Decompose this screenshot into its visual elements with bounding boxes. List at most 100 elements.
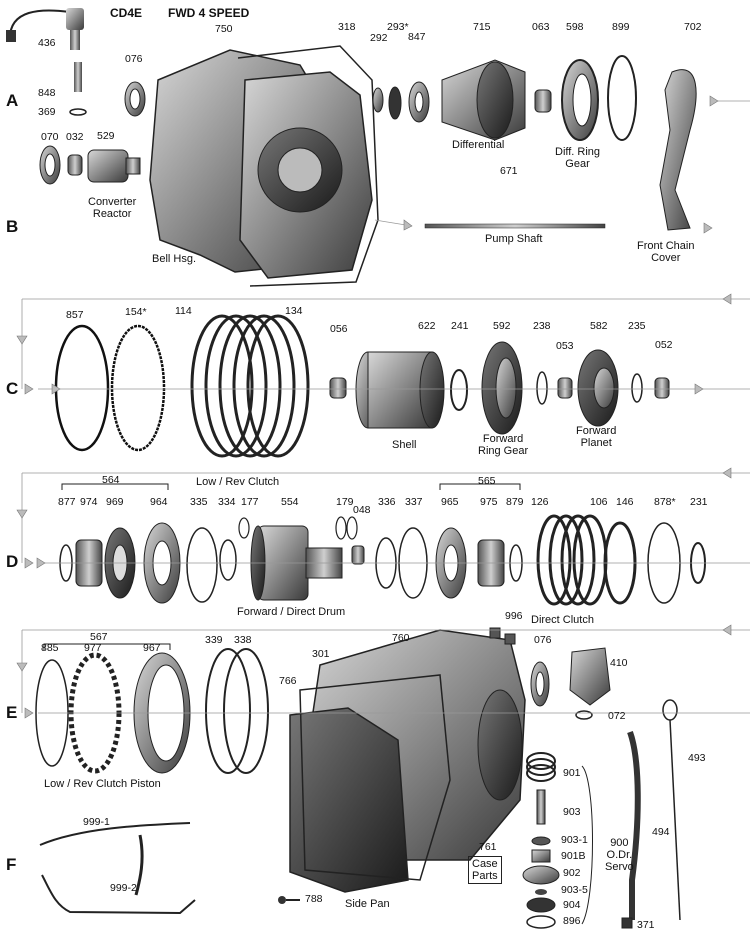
part-number: 967 — [143, 642, 161, 654]
bell-housing-750 — [149, 45, 379, 287]
low-rev-clutch-plates — [190, 314, 310, 458]
part-number: 878* — [654, 496, 676, 508]
part-number: 999-1 — [83, 816, 110, 828]
label-bell-housing: Bell Hsg. — [152, 253, 197, 265]
seals-179 — [335, 516, 358, 540]
servo-parts — [522, 752, 593, 929]
dipstick-tube-494 — [627, 730, 641, 920]
part-number: 436 — [38, 37, 56, 49]
part-number: 339 — [205, 634, 223, 646]
snap-ring-899 — [607, 55, 637, 141]
part-number: 494 — [652, 826, 670, 838]
bolt-788 — [278, 896, 300, 904]
washer-238 — [536, 371, 548, 405]
seal-335 — [186, 527, 218, 603]
part-number: 529 — [97, 130, 115, 142]
part-number: 056 — [330, 323, 348, 335]
part-number: 969 — [106, 496, 124, 508]
part-number: 592 — [493, 320, 511, 332]
part-number: 293* — [387, 21, 409, 33]
group-number: 567 — [90, 631, 108, 643]
part-number: 292 — [370, 32, 388, 44]
part-number: 301 — [312, 648, 330, 660]
forward-ring-gear-592 — [481, 341, 523, 435]
gasket-301 — [299, 674, 451, 881]
linkage-999-1 — [39, 822, 191, 896]
row-letter-c: C — [6, 379, 19, 398]
part-number: 760 — [392, 632, 410, 644]
label-direct-clutch: Direct Clutch — [531, 614, 594, 626]
shell-622 — [355, 351, 445, 429]
label-forward-ring-gear: Forward Ring Gear — [478, 433, 529, 457]
forward-planet-582 — [577, 349, 619, 427]
converter-reactor-529 — [87, 149, 141, 183]
label-shell: Shell — [392, 439, 417, 451]
part-number: 598 — [566, 21, 584, 33]
part-number: 671 — [500, 165, 518, 177]
differential-715 — [441, 59, 526, 141]
part-number: 052 — [655, 339, 673, 351]
part-number: 750 — [215, 23, 233, 35]
label-differential: Differential — [452, 139, 505, 151]
part-number: 974 — [80, 496, 98, 508]
part-number: 965 — [441, 496, 459, 508]
part-number: 177 — [241, 496, 259, 508]
part-number: 335 — [190, 496, 208, 508]
part-number: 715 — [473, 21, 491, 33]
part-number: 070 — [41, 131, 59, 143]
label-od-servo: 900 O.Dr. Servo — [605, 837, 634, 873]
bracket-565 — [439, 483, 521, 490]
seal-338 — [223, 648, 269, 774]
row-letter-f: F — [6, 855, 17, 874]
part-number: 369 — [38, 106, 56, 118]
part-number: 554 — [281, 496, 299, 508]
part-number: 063 — [532, 21, 550, 33]
label-low-rev-clutch: Low / Rev Clutch — [196, 476, 280, 488]
part-number: 761 — [479, 841, 497, 853]
bracket-564 — [61, 483, 169, 490]
part-number: 903-5 — [561, 884, 588, 896]
plug-371 — [621, 917, 633, 929]
bushing-056 — [329, 377, 347, 399]
seal-070 — [39, 145, 61, 185]
part-number: 622 — [418, 320, 436, 332]
switch-410 — [569, 647, 611, 706]
part-number: 903 — [563, 806, 581, 818]
row-letter-e: E — [6, 703, 18, 722]
part-number: 235 — [628, 320, 646, 332]
washer-293 — [388, 86, 402, 120]
part-number: 582 — [590, 320, 608, 332]
part-number: 410 — [610, 657, 628, 669]
part-number: 076 — [125, 53, 143, 65]
part-number: 334 — [218, 496, 236, 508]
side-pan-766 — [289, 707, 409, 893]
part-number: 904 — [563, 899, 581, 911]
part-number: 336 — [378, 496, 396, 508]
part-number: 857 — [66, 309, 84, 321]
seal-076 — [124, 81, 146, 117]
part-number: 134 — [285, 305, 303, 317]
pump-shaft-671 — [424, 223, 606, 229]
label-pump-shaft: Pump Shaft — [485, 233, 543, 245]
part-number: 106 — [590, 496, 608, 508]
label-case-parts: Case Parts — [468, 856, 502, 884]
part-number: 032 — [66, 131, 84, 143]
part-number: 072 — [608, 710, 626, 722]
part-number: 154* — [125, 306, 147, 318]
part-number: 899 — [612, 21, 630, 33]
bearing-053 — [557, 377, 573, 399]
label-converter-reactor: Converter Reactor — [88, 196, 137, 220]
part-number: 975 — [480, 496, 498, 508]
part-number: 053 — [556, 340, 574, 352]
group-number: 565 — [478, 475, 496, 487]
plugs-996 — [489, 627, 516, 645]
part-number: 964 — [150, 496, 168, 508]
label-front-chain-cover: Front Chain Cover — [637, 240, 695, 264]
label-low-rev-clutch-piston: Low / Rev Clutch Piston — [44, 778, 161, 790]
part-number: 901B — [561, 850, 586, 862]
part-number: 241 — [451, 320, 469, 332]
bushing-032 — [67, 154, 83, 176]
part-number: 371 — [637, 919, 655, 931]
part-number: 896 — [563, 915, 581, 927]
